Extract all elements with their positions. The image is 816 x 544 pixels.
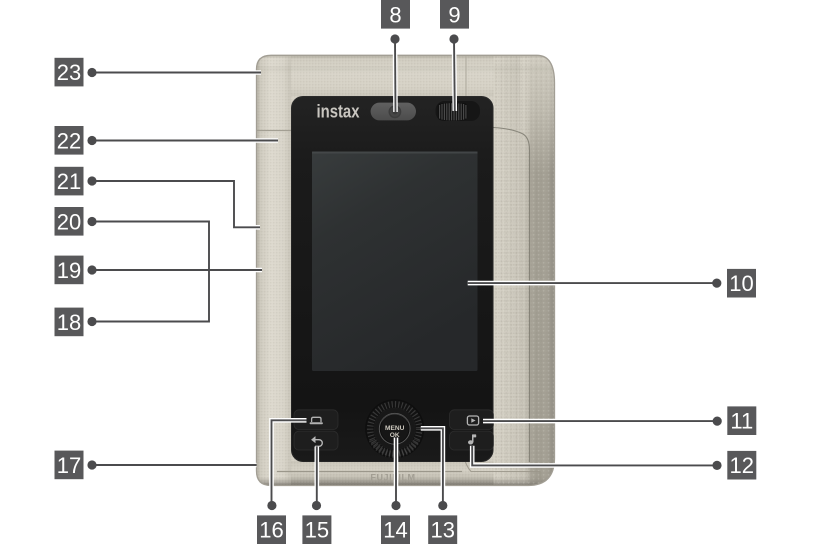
svg-text:10: 10 xyxy=(729,271,753,296)
svg-text:18: 18 xyxy=(57,310,81,335)
svg-text:11: 11 xyxy=(730,409,753,434)
svg-text:9: 9 xyxy=(448,2,460,27)
svg-text:16: 16 xyxy=(259,518,283,543)
svg-text:13: 13 xyxy=(430,518,454,543)
svg-text:OK: OK xyxy=(390,432,400,439)
svg-text:15: 15 xyxy=(305,518,329,543)
svg-text:FUJIFILM: FUJIFILM xyxy=(370,473,415,483)
svg-text:23: 23 xyxy=(57,60,81,85)
svg-text:8: 8 xyxy=(389,2,401,27)
svg-text:22: 22 xyxy=(57,128,81,153)
svg-text:instax: instax xyxy=(317,101,361,122)
svg-text:19: 19 xyxy=(57,258,81,283)
svg-text:12: 12 xyxy=(730,453,754,478)
svg-text:14: 14 xyxy=(383,518,407,543)
svg-text:21: 21 xyxy=(57,169,81,194)
svg-text:MENU: MENU xyxy=(385,425,405,432)
svg-text:20: 20 xyxy=(57,209,81,234)
svg-text:17: 17 xyxy=(57,453,81,478)
